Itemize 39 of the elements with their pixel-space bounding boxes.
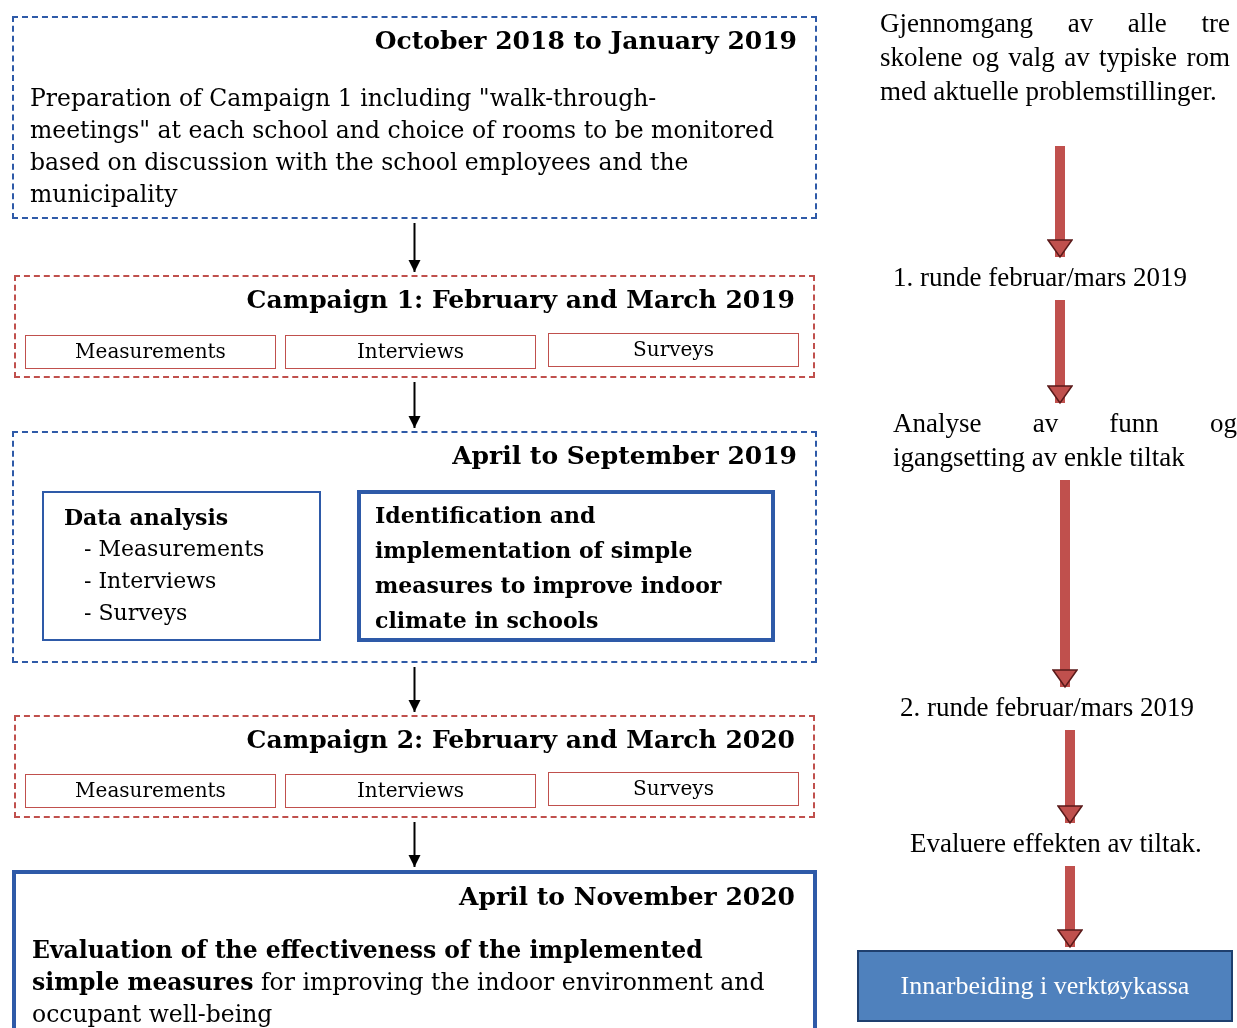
step-text: 1. runde februar/mars 2019 [893, 260, 1227, 296]
step-text: Evaluere effekten av tiltak. [910, 826, 1230, 862]
method-box: Surveys [548, 333, 799, 367]
phase-panel [12, 870, 817, 1028]
arrow [1057, 866, 1083, 948]
arrow [408, 821, 421, 868]
phase-heading: April to September 2019 [452, 441, 797, 470]
phase-panel [12, 431, 817, 663]
step-text: 2. runde februar/mars 2019 [900, 690, 1230, 726]
method-box: Interviews [285, 335, 536, 369]
method-box: Measurements [25, 335, 276, 369]
list-item: - Measurements [83, 535, 265, 563]
result-box: Innarbeiding i verktøykassa [857, 950, 1233, 1022]
arrow [408, 666, 421, 713]
phase-heading: Campaign 2: February and March 2020 [246, 725, 795, 754]
method-box: Surveys [548, 772, 799, 806]
list-item: - Surveys [83, 599, 188, 627]
phase-heading: October 2018 to January 2019 [374, 26, 797, 55]
step-text: Analyse av funn og igangsetting av enkle tiltak [893, 406, 1237, 476]
phase-heading: April to November 2020 [459, 882, 795, 911]
list-item: - Interviews [83, 567, 217, 595]
arrow [408, 381, 421, 429]
arrow [1052, 480, 1078, 688]
method-box: Measurements [25, 774, 276, 808]
method-box: Interviews [285, 774, 536, 808]
step-text: Gjennomgang av alle tre skolene og valg av typiske rom med aktuelle problemstillinger. [880, 6, 1230, 142]
phase-panel [14, 715, 815, 818]
arrow [1047, 146, 1073, 258]
arrow [1057, 730, 1083, 824]
analysis-box [42, 491, 321, 641]
description-text: Evaluation of the effectiveness of the implemented simple measures for improving the indoor environment and occupant well-being [32, 935, 766, 1028]
phase-panel [14, 275, 815, 378]
description-text: Preparation of Campaign 1 including "walk-through-meetings" at each school and choice of rooms to be monitored based on discussion with the school employees and the municipality [30, 83, 775, 210]
box-heading: Data analysis [64, 503, 229, 532]
phase-heading: Campaign 1: February and March 2019 [246, 285, 795, 314]
arrow [1047, 300, 1073, 404]
arrow [408, 222, 421, 273]
phase-panel [12, 16, 817, 219]
measures-box: Identification and implementation of simple measures to improve indoor climate in schools [357, 490, 775, 642]
